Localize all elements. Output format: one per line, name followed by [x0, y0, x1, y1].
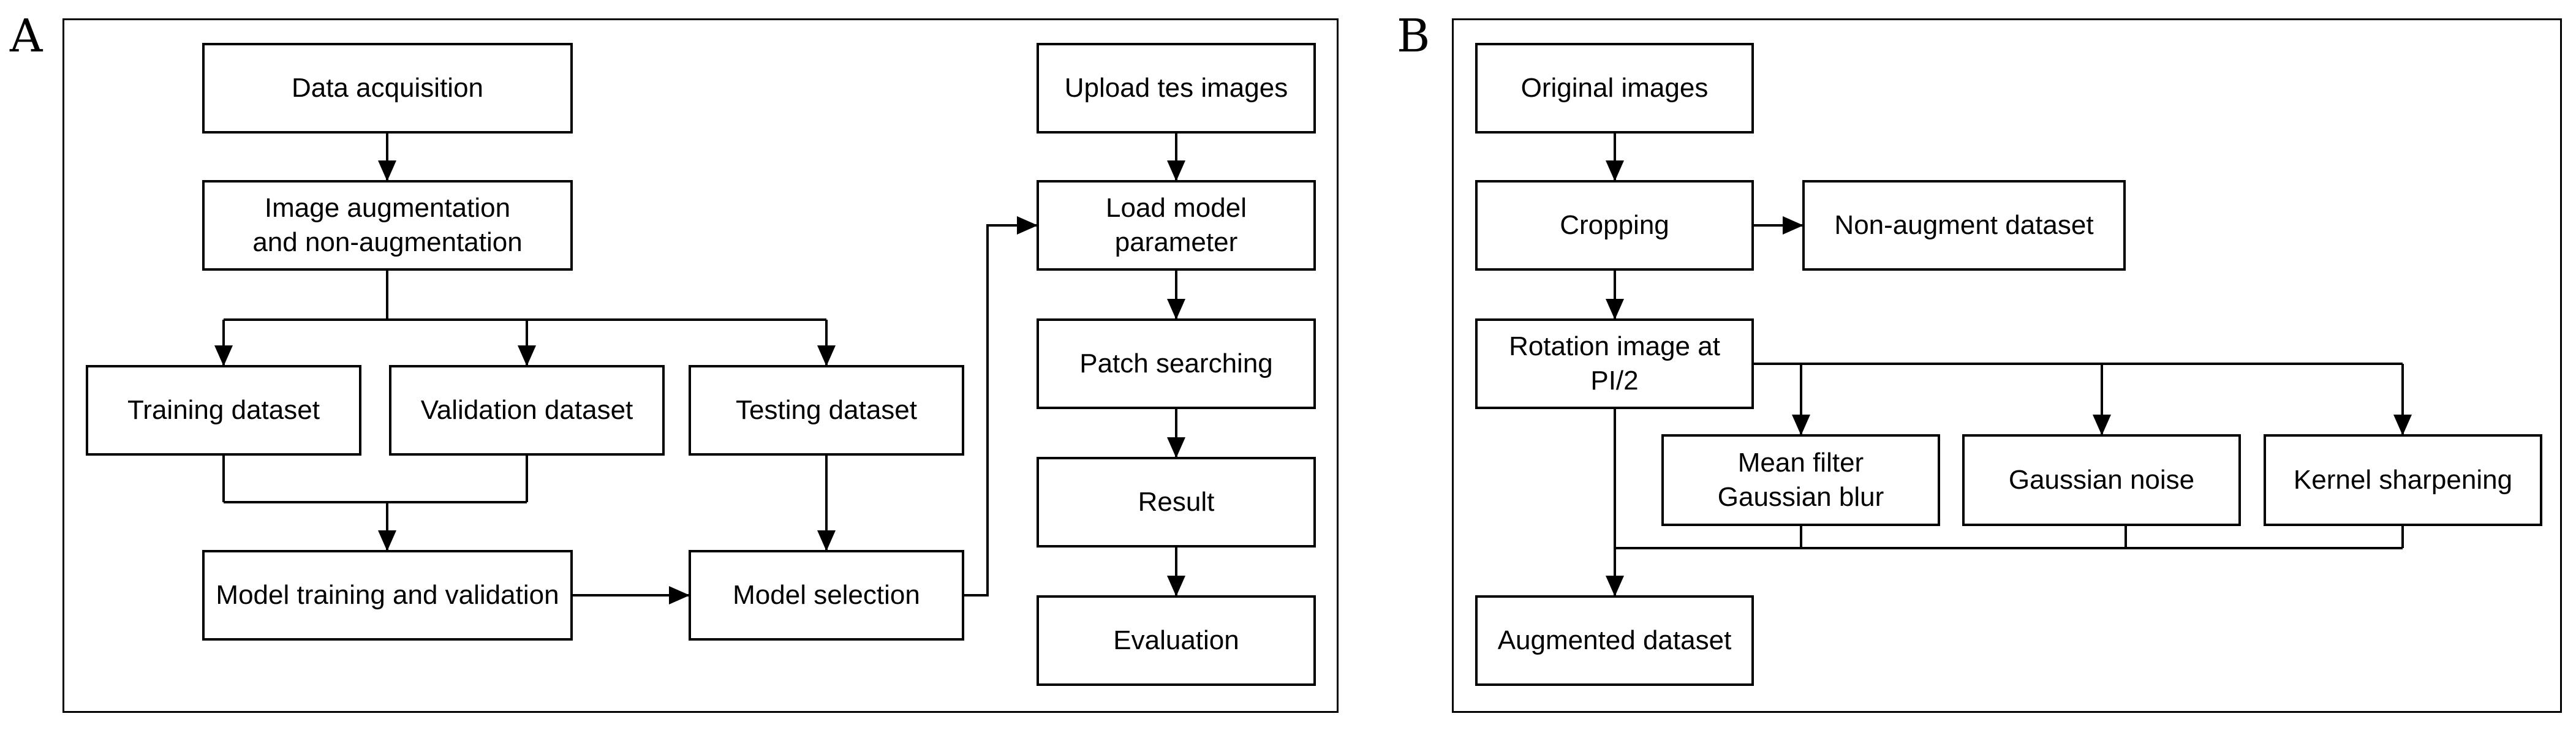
node-original-images: Original images [1475, 43, 1754, 134]
node-cropping: Cropping [1475, 180, 1754, 271]
node-image-augmentation: Image augmentation and non-augmentation [202, 180, 573, 271]
node-data-acquisition: Data acquisition [202, 43, 573, 134]
node-training-dataset: Training dataset [86, 365, 361, 456]
node-upload-test-images: Upload tes images [1037, 43, 1316, 134]
node-testing-dataset: Testing dataset [689, 365, 964, 456]
node-rotation-image: Rotation image at PI/2 [1475, 318, 1754, 409]
panel-b-frame [1452, 18, 2562, 713]
node-gaussian-noise: Gaussian noise [1962, 434, 2241, 526]
node-non-augment-dataset: Non-augment dataset [1802, 180, 2126, 271]
node-load-model-parameter: Load model parameter [1037, 180, 1316, 271]
node-model-training-validation: Model training and validation [202, 550, 573, 641]
node-result: Result [1037, 457, 1316, 548]
panel-b-label: B [1397, 10, 1430, 62]
node-model-selection: Model selection [689, 550, 964, 641]
edge-selection-to-load-model [964, 216, 1038, 596]
panel-a-frame [62, 18, 1339, 713]
node-patch-searching: Patch searching [1037, 318, 1316, 409]
node-kernel-sharpening: Kernel sharpening [2264, 434, 2542, 526]
panel-a-label: A [10, 10, 43, 62]
node-evaluation: Evaluation [1037, 595, 1316, 686]
node-augmented-dataset: Augmented dataset [1475, 595, 1754, 686]
node-mean-filter-gaussian-blur: Mean filter Gaussian blur [1661, 434, 1940, 526]
node-validation-dataset: Validation dataset [389, 365, 665, 456]
